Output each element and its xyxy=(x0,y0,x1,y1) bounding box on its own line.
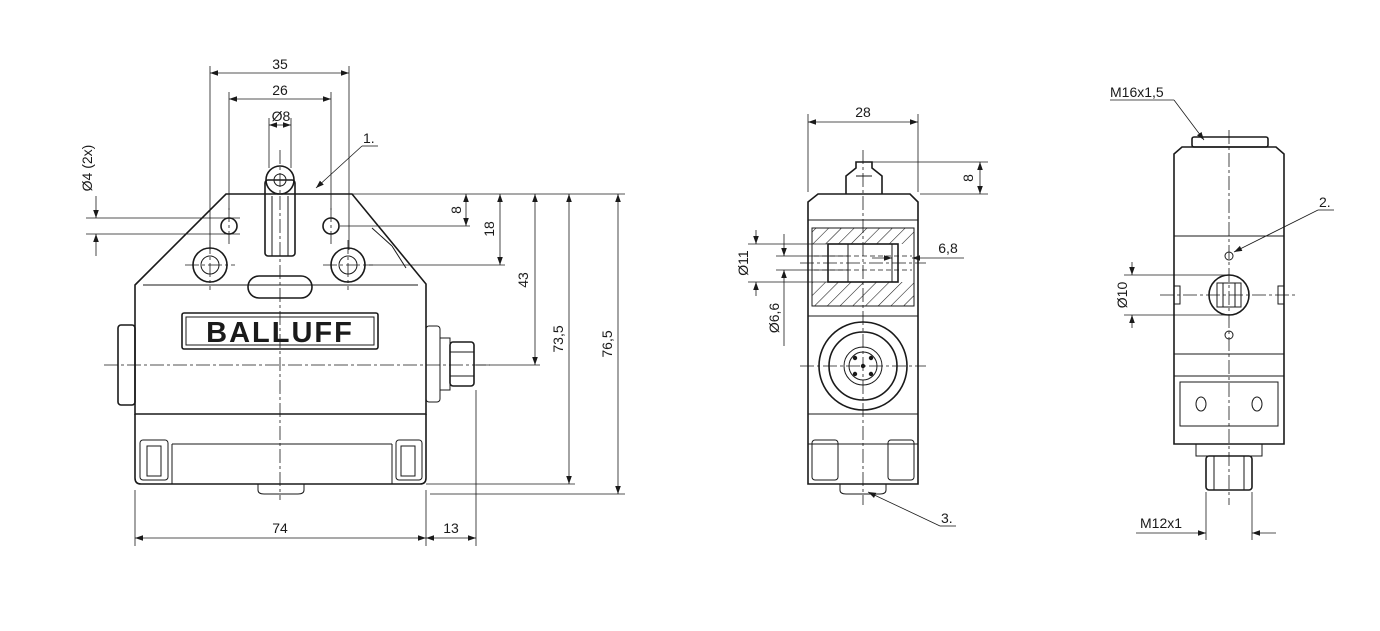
front-connector-m12 xyxy=(449,341,475,387)
side-dimensions: 28 8 Ø11 Ø6,6 6,8 3. xyxy=(735,104,988,527)
dim-6-8: 6,8 xyxy=(938,240,958,256)
front-foot-left xyxy=(139,439,169,481)
front-base xyxy=(134,414,427,485)
dim-26: 26 xyxy=(272,82,288,98)
side-plunger xyxy=(845,161,883,194)
dim-73-5: 73,5 xyxy=(550,325,566,352)
back-housing-outline xyxy=(1173,146,1285,445)
front-connector-base xyxy=(425,325,441,403)
side-housing-outline xyxy=(807,193,919,485)
front-bottom-cap xyxy=(257,484,305,495)
dim-35: 35 xyxy=(272,56,288,72)
dim-dia-10: Ø10 xyxy=(1114,282,1130,309)
dim-roller-diameter: Ø8 xyxy=(272,108,291,124)
dim-28: 28 xyxy=(855,104,871,120)
back-view xyxy=(1160,130,1298,505)
back-dimensions: M16x1,5 2. Ø10 M12x1 xyxy=(1110,84,1334,540)
front-housing-outline xyxy=(134,193,427,415)
dim-hole-diameter: Ø4 (2x) xyxy=(79,145,95,192)
dim-76-5: 76,5 xyxy=(599,330,615,357)
dim-dia-6-6: Ø6,6 xyxy=(766,303,782,334)
callout-3: 3. xyxy=(941,510,953,526)
dim-8-front: 8 xyxy=(448,206,464,214)
side-view xyxy=(800,150,926,505)
brand-logo: BALLUFF xyxy=(206,317,354,349)
dim-side-8: 8 xyxy=(960,174,976,182)
thread-m16: M16x1,5 xyxy=(1110,84,1164,100)
callout-2: 2. xyxy=(1319,194,1331,210)
back-top-cap xyxy=(1191,136,1269,148)
front-dimensions: 35 26 Ø8 1. Ø4 (2x) 8 18 43 73 xyxy=(79,56,625,546)
dim-18: 18 xyxy=(481,221,497,237)
dim-13: 13 xyxy=(443,520,459,536)
front-roller xyxy=(265,165,295,195)
dim-dia-11: Ø11 xyxy=(735,250,751,276)
front-view: BALLUFF xyxy=(104,150,490,500)
callout-1: 1. xyxy=(363,130,375,146)
thread-m12: M12x1 xyxy=(1140,515,1182,531)
side-bottom-cap xyxy=(839,484,887,495)
dim-74: 74 xyxy=(272,520,288,536)
dim-43: 43 xyxy=(515,272,531,288)
front-foot-right xyxy=(395,439,423,481)
